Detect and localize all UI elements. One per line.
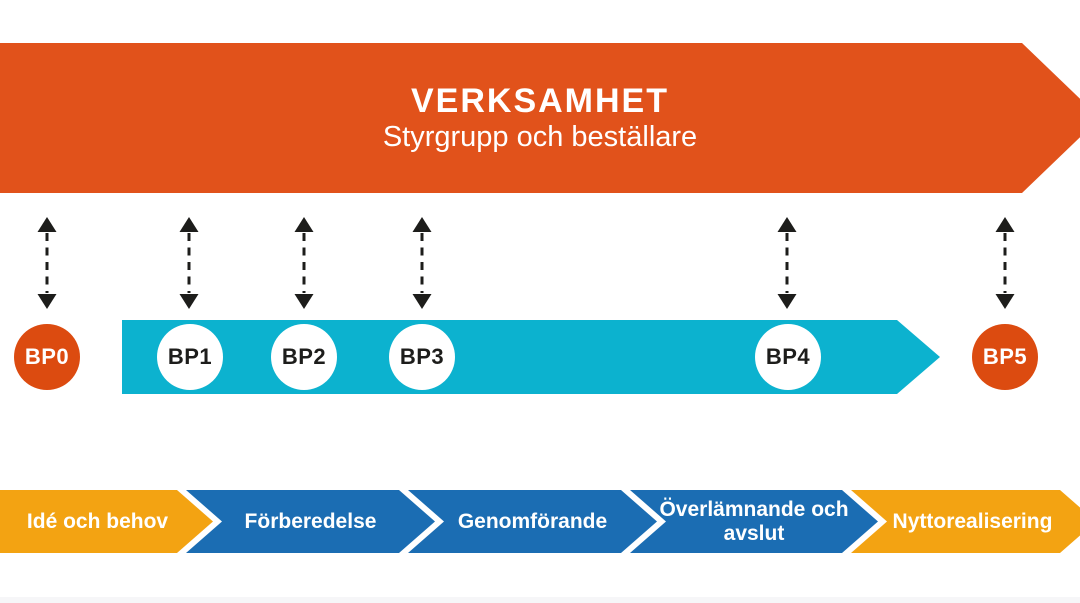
dashed-double-arrow-icon [37, 217, 57, 309]
bottom-divider [0, 597, 1080, 603]
dashed-double-arrow-icon [995, 217, 1015, 309]
phase-label: Överlämnande och avslut [659, 497, 849, 545]
phase-label: Genomförande [457, 509, 608, 533]
phase-segment-3: Genomförande [408, 490, 657, 553]
phase-label: Idé och behov [26, 509, 169, 533]
dashed-double-arrow-icon [294, 217, 314, 309]
banner-title: VERKSAMHET [410, 82, 670, 120]
phase-segment-2: Förberedelse [186, 490, 435, 553]
milestone-bp3: BP3 [389, 324, 455, 390]
phase-label: Förberedelse [244, 509, 377, 533]
phase-label: Nyttorealisering [892, 509, 1053, 533]
banner-subtitle: Styrgrupp och beställare [382, 121, 698, 153]
milestone-label: BP3 [399, 344, 445, 369]
phase-segment-1: Idé och behov [0, 490, 213, 553]
milestone-bp2: BP2 [271, 324, 337, 390]
verksamhet-banner: VERKSAMHET Styrgrupp och beställare [0, 43, 1080, 193]
milestone-label: BP0 [24, 344, 70, 369]
dashed-double-arrow-icon [777, 217, 797, 309]
milestone-label: BP4 [765, 344, 811, 369]
dashed-double-arrow-icon [179, 217, 199, 309]
milestone-bp0: BP0 [14, 324, 80, 390]
milestone-label: BP1 [167, 344, 213, 369]
phase-segment-4: Överlämnande och avslut [630, 490, 878, 553]
dashed-double-arrow-icon [412, 217, 432, 309]
phase-segment-5: Nyttorealisering [851, 490, 1080, 553]
milestone-label: BP5 [982, 344, 1028, 369]
milestone-label: BP2 [281, 344, 327, 369]
milestone-bp4: BP4 [755, 324, 821, 390]
milestone-bp1: BP1 [157, 324, 223, 390]
milestone-bp5: BP5 [972, 324, 1038, 390]
